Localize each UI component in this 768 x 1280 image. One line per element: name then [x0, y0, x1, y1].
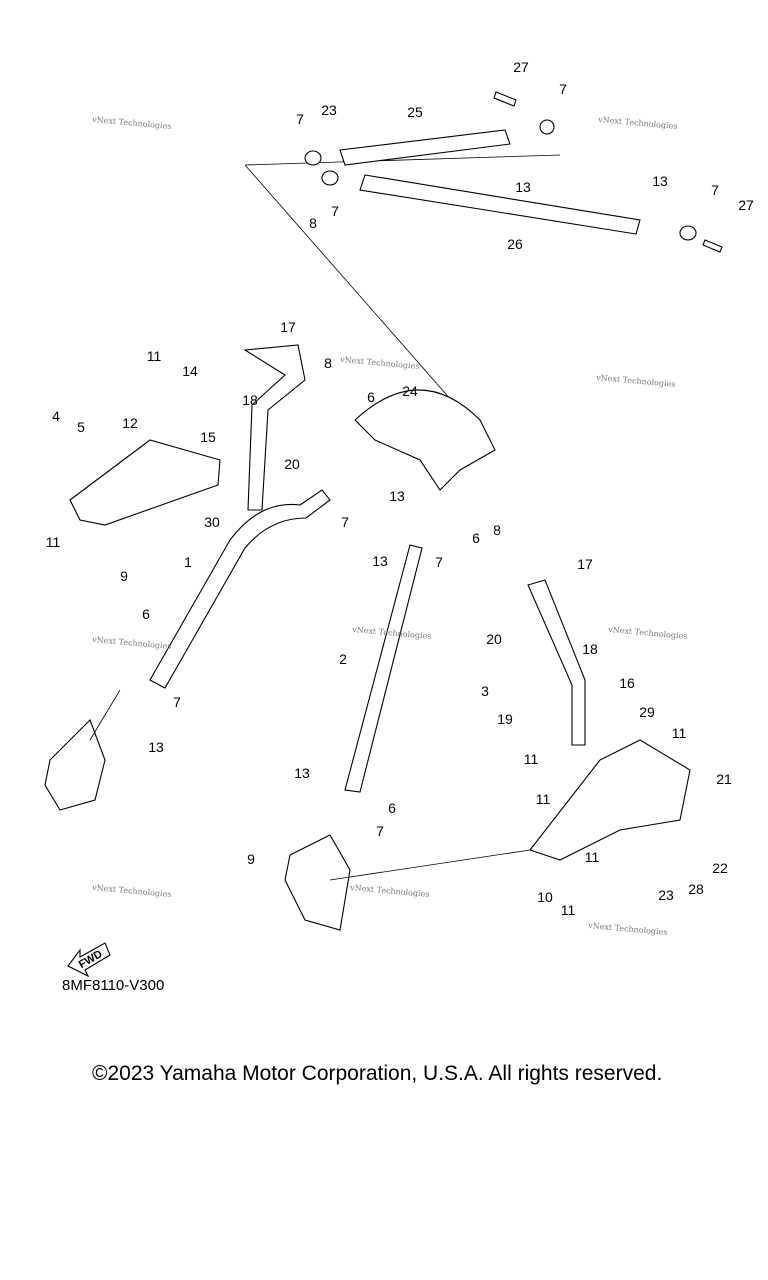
- callout-13: 13: [515, 179, 531, 195]
- callout-17: 17: [577, 556, 593, 572]
- callout-6: 6: [388, 800, 396, 816]
- callout-8: 8: [324, 355, 332, 371]
- watermark: vNext Technologies: [587, 921, 668, 937]
- callout-23: 23: [658, 887, 674, 903]
- copyright-notice: ©2023 Yamaha Motor Corporation, U.S.A. A…: [92, 1062, 663, 1085]
- parts-diagram: FWD vNext Technologies vNext Technologies…: [44, 59, 754, 978]
- callout-7: 7: [376, 823, 384, 839]
- callout-10: 10: [537, 889, 553, 905]
- callout-20: 20: [486, 631, 502, 647]
- callout-13: 13: [148, 739, 164, 755]
- callout-7: 7: [435, 554, 443, 570]
- callout-30: 30: [204, 514, 220, 530]
- callout-6: 6: [367, 389, 375, 405]
- callout-17: 17: [280, 319, 296, 335]
- callout-11: 11: [524, 751, 539, 767]
- callout-1: 1: [184, 554, 192, 570]
- callout-6: 6: [142, 606, 150, 622]
- callout-12: 12: [122, 415, 138, 431]
- callout-7: 7: [559, 81, 567, 97]
- callout-23: 23: [321, 102, 337, 118]
- callout-19: 19: [497, 711, 513, 727]
- upper-tubes: [244, 91, 723, 451]
- callout-8: 8: [493, 522, 501, 538]
- callout-11: 11: [561, 902, 576, 918]
- callout-25: 25: [407, 104, 423, 120]
- callout-11: 11: [585, 849, 600, 865]
- callout-15: 15: [200, 429, 216, 445]
- callout-18: 18: [242, 392, 258, 408]
- callout-5: 5: [77, 419, 85, 435]
- callout-13: 13: [294, 765, 310, 781]
- callout-18: 18: [582, 641, 598, 657]
- callout-3: 3: [481, 683, 489, 699]
- callout-2: 2: [339, 651, 347, 667]
- callout-7: 7: [296, 111, 304, 127]
- watermark: vNext Technologies: [597, 115, 678, 131]
- callout-13: 13: [652, 173, 668, 189]
- watermark: vNext Technologies: [595, 373, 676, 389]
- callout-11: 11: [147, 348, 162, 364]
- watermark: vNext Technologies: [91, 635, 172, 651]
- watermark: vNext Technologies: [91, 883, 172, 899]
- callout-20: 20: [284, 456, 300, 472]
- callout-13: 13: [389, 488, 405, 504]
- callout-13: 13: [372, 553, 388, 569]
- callout-29: 29: [639, 704, 655, 720]
- callout-14: 14: [182, 363, 198, 379]
- callout-7: 7: [331, 203, 339, 219]
- callout-21: 21: [716, 771, 732, 787]
- callout-26: 26: [507, 236, 523, 252]
- callout-7: 7: [341, 514, 349, 530]
- frame-tubes: [44, 344, 691, 931]
- callout-11: 11: [672, 725, 687, 741]
- callout-8: 8: [309, 215, 317, 231]
- callout-11: 11: [536, 791, 551, 807]
- callout-28: 28: [688, 881, 704, 897]
- callout-9: 9: [247, 851, 255, 867]
- callout-11: 11: [46, 534, 61, 550]
- watermark: vNext Technologies: [607, 625, 688, 641]
- fwd-label: FWD: [77, 948, 105, 971]
- watermark: vNext Technologies: [339, 355, 420, 371]
- diagram-code: 8MF8110-V300: [62, 977, 165, 994]
- watermark: vNext Technologies: [349, 883, 430, 899]
- callout-9: 9: [120, 568, 128, 584]
- callout-4: 4: [52, 408, 60, 424]
- callout-22: 22: [712, 860, 728, 876]
- callout-24: 24: [402, 383, 418, 399]
- callout-7: 7: [711, 182, 719, 198]
- callout-27: 27: [738, 197, 754, 213]
- callout-27: 27: [513, 59, 529, 75]
- callout-16: 16: [619, 675, 635, 691]
- fwd-arrow: FWD: [67, 942, 111, 978]
- callout-6: 6: [472, 530, 480, 546]
- watermark: vNext Technologies: [91, 115, 172, 131]
- callout-7: 7: [173, 694, 181, 710]
